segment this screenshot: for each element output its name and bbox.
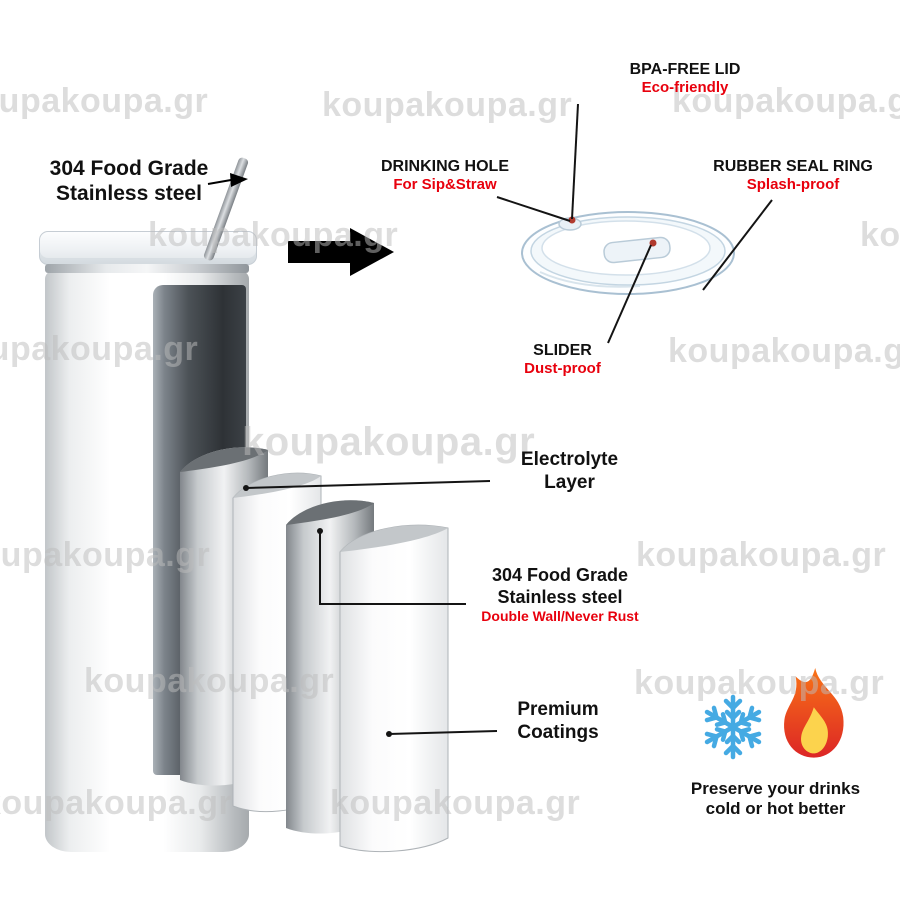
- drinking-hole-title: DRINKING HOLE: [381, 158, 509, 175]
- lid-top-view: [521, 211, 735, 295]
- bpa-free-lid-callout: BPA-FREE LID Eco-friendly: [585, 60, 785, 97]
- tumbler-lid-band: [45, 264, 249, 273]
- slider-subtitle: Dust-proof: [524, 360, 601, 378]
- wall-material-line3: Double Wall/Never Rust: [481, 608, 639, 625]
- transform-arrow: [288, 228, 394, 276]
- footer-tagline: Preserve your drinks cold or hot better: [663, 779, 888, 820]
- flame-icon: [784, 668, 844, 758]
- tumbler-cutaway: [153, 285, 246, 775]
- premium-line1: Premium: [517, 699, 599, 720]
- watermark-text: koupakoupa.gr: [330, 784, 581, 822]
- bpa-free-lid-subtitle: Eco-friendly: [641, 79, 729, 97]
- rubber-seal-ring-subtitle: Splash-proof: [746, 176, 840, 194]
- straw-material-line1: 304 Food Grade: [49, 157, 209, 180]
- rubber-seal-ring-title: RUBBER SEAL RING: [713, 158, 873, 175]
- premium-line2: Coatings: [517, 721, 599, 743]
- electrolyte-layer-callout: Electrolyte Layer: [492, 449, 647, 495]
- wall-material-line1: 304 Food Grade: [491, 565, 629, 585]
- tumbler-lid: [39, 231, 257, 265]
- straw-material-label: 304 Food Grade Stainless steel: [38, 156, 220, 206]
- electrolyte-line2: Layer: [544, 471, 595, 493]
- rubber-seal-ring-callout: RUBBER SEAL RING Splash-proof: [698, 157, 888, 194]
- watermark-text: koupakoupa.gr: [860, 216, 900, 254]
- drinking-hole-callout: DRINKING HOLE For Sip&Straw: [365, 157, 525, 194]
- snowflake-icon: [704, 697, 763, 757]
- watermark-text: koupakoupa.gr: [668, 332, 900, 370]
- callout-lines: [245, 103, 773, 735]
- watermark-text: koupakoupa.gr: [0, 82, 209, 120]
- drinking-hole-subtitle: For Sip&Straw: [393, 176, 497, 194]
- callout-dots: [243, 485, 392, 737]
- wall-material-callout: 304 Food Grade Stainless steel Double Wa…: [465, 565, 655, 625]
- electrolyte-line1: Electrolyte: [520, 449, 619, 470]
- watermark-text: koupakoupa.gr: [634, 664, 885, 702]
- watermark-text: koupakoupa.gr: [322, 86, 573, 124]
- premium-coatings-callout: Premium Coatings: [498, 699, 618, 745]
- wall-material-line2: Stainless steel: [497, 586, 623, 607]
- footer-line2: cold or hot better: [705, 799, 846, 819]
- footer-line1: Preserve your drinks: [690, 779, 861, 798]
- watermark-text: koupakoupa.gr: [636, 536, 887, 574]
- straw-material-line2: Stainless steel: [56, 182, 202, 206]
- slider-callout: SLIDER Dust-proof: [500, 341, 625, 378]
- bpa-free-lid-title: BPA-FREE LID: [629, 61, 741, 78]
- slider-title: SLIDER: [533, 342, 592, 359]
